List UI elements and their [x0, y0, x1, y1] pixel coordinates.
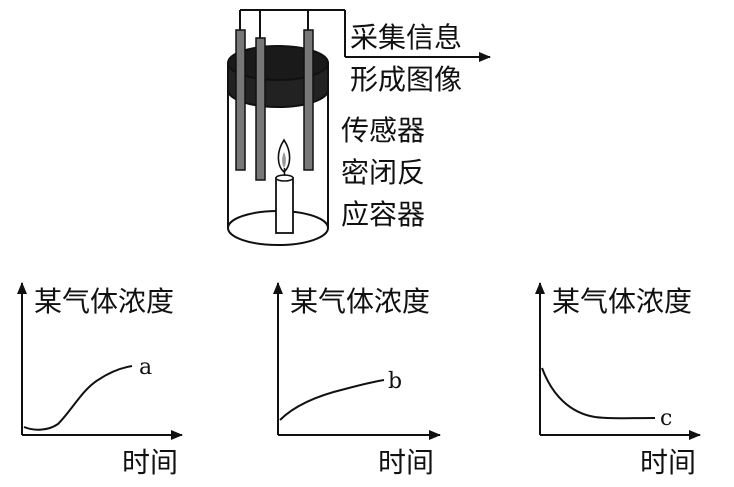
- curve-c: [541, 367, 656, 420]
- graph-a-y-label: 某气体浓度: [34, 285, 174, 318]
- graph-a-x-label: 时间: [122, 446, 178, 479]
- label-sensor: 传感器: [341, 114, 425, 147]
- graph-a: 某气体浓度 时间 a: [17, 282, 183, 479]
- graph-b-curve-label: b: [388, 369, 402, 394]
- graph-b-y-label: 某气体浓度: [290, 285, 430, 318]
- graph-c: 某气体浓度 时间 c: [535, 282, 701, 479]
- graph-b: 某气体浓度 时间 b: [273, 282, 441, 479]
- sealed-vessel: [227, 70, 329, 246]
- graph-c-y-label: 某气体浓度: [552, 285, 692, 318]
- graph-a-curve-label: a: [139, 355, 152, 380]
- signal-wires: [239, 9, 491, 62]
- graph-c-curve-label: c: [660, 406, 672, 431]
- candle: [275, 138, 294, 234]
- curve-b: [279, 379, 385, 421]
- label-form-image: 形成图像: [350, 63, 462, 96]
- reaction-apparatus: 采集信息 形成图像 传感器 密闭反 应容器: [227, 9, 491, 246]
- label-vessel-line2: 应容器: [341, 198, 425, 231]
- label-vessel-line1: 密闭反: [341, 156, 425, 189]
- label-collect-info: 采集信息: [350, 21, 462, 54]
- graph-b-x-label: 时间: [378, 446, 434, 479]
- curve-a: [23, 365, 133, 431]
- vessel-lid: [227, 45, 329, 108]
- graph-c-x-label: 时间: [640, 446, 696, 479]
